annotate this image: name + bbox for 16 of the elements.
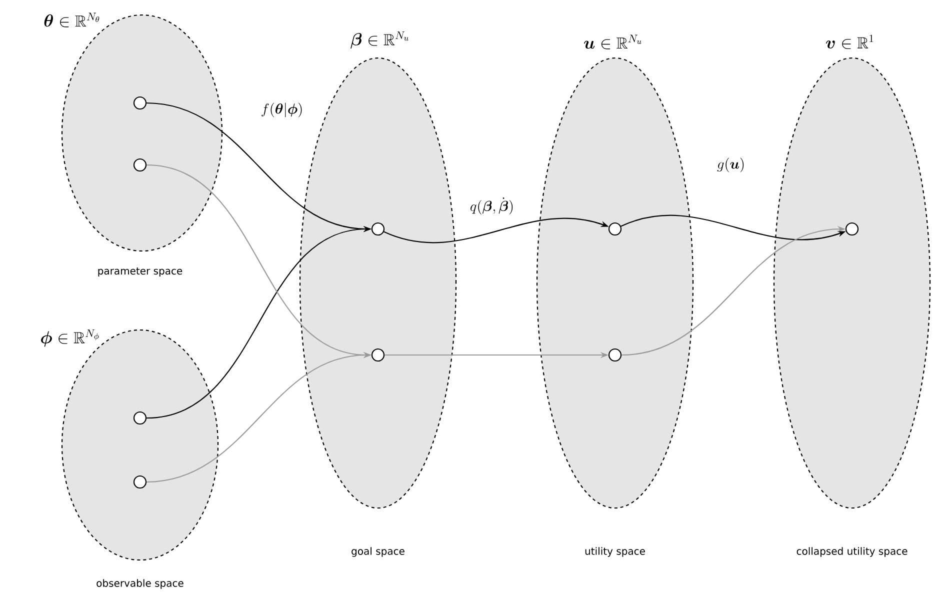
space-heading: $\boldsymbol{\theta} \in \mathbb{R}^{N_\theta}$	[44, 12, 100, 28]
point-circle	[371, 222, 385, 236]
space-heading: $\boldsymbol{\beta} \in \mathbb{R}^{N_u}$	[350, 31, 408, 49]
space-heading: $\boldsymbol{\phi} \in \mathbb{R}^{N_\phi}$	[41, 329, 99, 347]
point-circle	[608, 222, 622, 236]
space-caption: goal space	[352, 547, 404, 557]
edge-label: $f(\boldsymbol{\theta}|\boldsymbol{\phi})$	[262, 102, 302, 118]
space-heading: $\boldsymbol{u} \in \mathbb{R}^{N_u}$	[584, 34, 642, 50]
point-circle	[845, 222, 859, 236]
edge-label: $g(\boldsymbol{u})$	[717, 158, 744, 172]
space-caption: parameter space	[98, 267, 182, 277]
space-caption: utility space	[585, 547, 645, 557]
space-caption: observable space	[96, 579, 184, 589]
space-caption: collapsed utility space	[796, 547, 908, 557]
edge-label: $q(\boldsymbol{\beta},\dot{\boldsymbol{\beta}})$	[470, 198, 513, 214]
space-heading: $\boldsymbol{v} \in \mathbb{R}^{1}$	[826, 34, 874, 50]
